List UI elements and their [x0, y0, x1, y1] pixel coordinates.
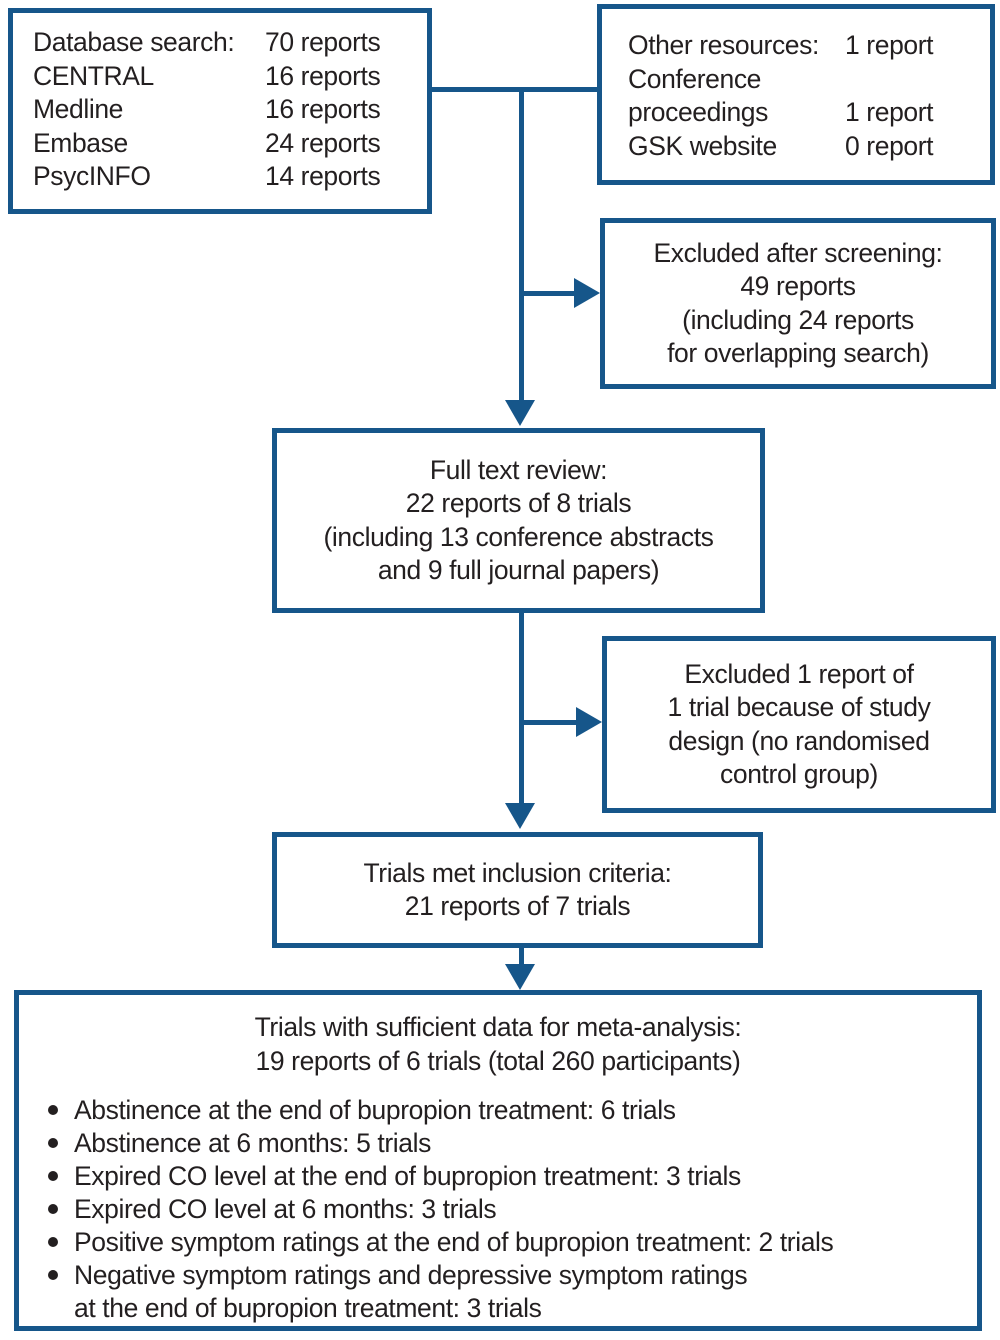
report-count-row: Other resources: 1 report — [628, 29, 990, 63]
outcome-text: Abstinence at 6 months: 5 trials — [74, 1128, 431, 1158]
bullet-dot — [48, 1270, 58, 1280]
box-other-resources: Other resources: 1 report Conference pro… — [597, 4, 995, 185]
outcome-text: Positive symptom ratings at the end of b… — [74, 1227, 834, 1257]
bullet-dot — [48, 1171, 58, 1181]
arrowhead-to-inclusion — [505, 803, 535, 829]
report-count: 1 report — [845, 97, 934, 127]
report-count: 24 reports — [265, 127, 381, 158]
report-count-row: Medline 16 reports — [33, 93, 427, 127]
excluded-after-screening-text: Excluded after screening: 49 reports (in… — [653, 237, 943, 369]
report-count-row: proceedings 1 report — [628, 96, 990, 130]
source-label: Medline — [33, 94, 124, 124]
outcome-list-item: Expired CO level at the end of bupropion… — [48, 1160, 977, 1193]
connector-stem-to-fulltext — [519, 87, 524, 401]
outcome-text: Expired CO level at 6 months: 3 trials — [74, 1194, 497, 1224]
report-count: 1 report — [845, 30, 934, 60]
connector-stem-to-meta — [519, 948, 524, 965]
connector-branch-excluded-design — [522, 720, 577, 725]
arrowhead-to-fulltext — [505, 400, 535, 426]
report-count-row: GSK website 0 report — [628, 130, 990, 164]
bullet-dot — [48, 1105, 58, 1115]
inclusion-criteria-text: Trials met inclusion criteria: 21 report… — [363, 857, 672, 922]
full-text-review-text: Full text review: 22 reports of 8 trials… — [323, 454, 714, 586]
report-count: 70 reports — [265, 27, 381, 57]
outcome-text: Expired CO level at the end of bupropion… — [74, 1161, 741, 1191]
report-count: 14 reports — [265, 161, 381, 191]
connector-between-source-boxes — [432, 87, 597, 92]
source-label: PsycINFO — [33, 161, 151, 191]
box-excluded-after-screening: Excluded after screening: 49 reports (in… — [600, 218, 996, 389]
source-label: Embase — [33, 127, 128, 158]
source-label: Database search: — [33, 27, 235, 57]
report-count-row: Database search: 70 reports — [33, 26, 427, 60]
source-label: Conference — [628, 63, 762, 94]
report-count-row: Conference — [628, 63, 990, 97]
box-inclusion-criteria: Trials met inclusion criteria: 21 report… — [272, 832, 763, 948]
other-resources-rows: Other resources: 1 report Conference pro… — [628, 29, 990, 163]
box-excluded-study-design: Excluded 1 report of 1 trial because of … — [602, 636, 996, 813]
report-count-row: CENTRAL 16 reports — [33, 60, 427, 94]
report-count-row: PsycINFO 14 reports — [33, 160, 427, 194]
outcome-list-item: Abstinence at the end of bupropion treat… — [48, 1094, 977, 1127]
source-label: CENTRAL — [33, 60, 154, 91]
arrowhead-to-excluded-screening — [574, 278, 600, 308]
arrowhead-to-excluded-design — [576, 707, 602, 737]
outcome-text: Negative symptom ratings and depressive … — [74, 1260, 748, 1323]
source-label: Other resources: — [628, 30, 819, 60]
box-full-text-review: Full text review: 22 reports of 8 trials… — [272, 428, 765, 613]
source-label: GSK website — [628, 130, 777, 161]
report-count: 16 reports — [265, 94, 381, 124]
box-meta-analysis: Trials with sufficient data for meta-ana… — [14, 990, 982, 1331]
outcome-list-item: Negative symptom ratings and depressive … — [48, 1259, 977, 1325]
connector-branch-excluded-screening — [522, 291, 575, 296]
outcome-list-item: Expired CO level at 6 months: 3 trials — [48, 1193, 977, 1226]
bullet-dot — [48, 1237, 58, 1247]
meta-analysis-header: Trials with sufficient data for meta-ana… — [254, 1012, 742, 1076]
report-count-row: Embase 24 reports — [33, 127, 427, 161]
report-count: 0 report — [845, 130, 934, 161]
box-database-search: Database search: 70 reports CENTRAL 16 r… — [8, 8, 432, 214]
outcome-list-item: Positive symptom ratings at the end of b… — [48, 1226, 977, 1259]
report-count: 16 reports — [265, 60, 381, 91]
outcome-list-item: Abstinence at 6 months: 5 trials — [48, 1127, 977, 1160]
source-label: proceedings — [628, 97, 768, 127]
database-search-rows: Database search: 70 reports CENTRAL 16 r… — [33, 26, 427, 194]
connector-stem-to-inclusion — [519, 612, 524, 804]
arrowhead-to-meta — [505, 964, 535, 990]
bullet-dot — [48, 1138, 58, 1148]
excluded-study-design-text: Excluded 1 report of 1 trial because of … — [667, 658, 931, 790]
meta-analysis-outcome-list: Abstinence at the end of bupropion treat… — [19, 1094, 977, 1325]
outcome-text: Abstinence at the end of bupropion treat… — [74, 1095, 676, 1125]
bullet-dot — [48, 1204, 58, 1214]
